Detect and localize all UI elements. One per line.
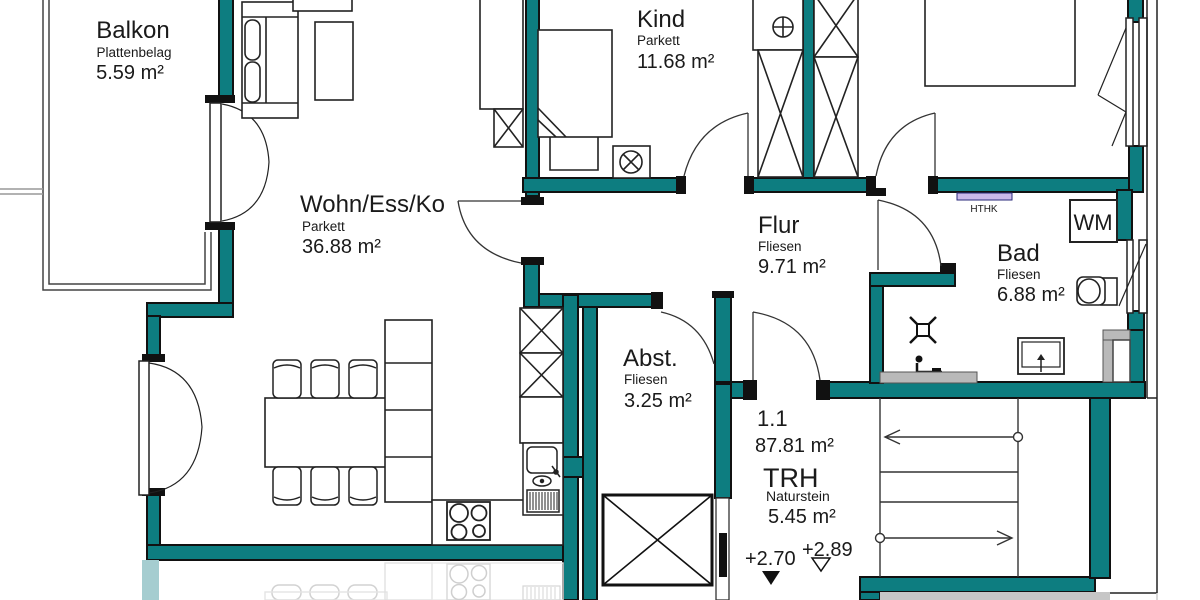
shower-fitting-icon: [915, 355, 942, 374]
unit-total-area: 87.81 m²: [755, 435, 834, 457]
dining-table-icon: [264, 397, 388, 468]
trh-area: 5.45 m²: [768, 506, 836, 528]
bad-floor: Fliesen: [997, 267, 1041, 282]
room-kind-label: Kind Parkett 11.68 m²: [637, 6, 715, 73]
kitchen-counter: [384, 319, 564, 546]
balcony-door: [209, 102, 270, 223]
abst-area: 3.25 m²: [624, 390, 692, 412]
shower-drain-icon: [909, 316, 937, 344]
unit-number: 1.1: [757, 406, 788, 431]
sofa-icon: [241, 1, 299, 119]
balkon-name: Balkon: [96, 17, 169, 44]
elevator-icon: [601, 493, 730, 600]
room-wohn-label: Wohn/Ess/Ko Parkett 36.88 m²: [300, 191, 445, 258]
stairs-icon: [874, 398, 1024, 577]
level-lower-value: +2.70: [745, 548, 796, 570]
flur-area: 9.71 m²: [758, 256, 826, 278]
sink-icon: [522, 442, 564, 516]
chair-icons: [272, 359, 378, 506]
room-balkon-label: Balkon Plattenbelag 5.59 m²: [96, 17, 171, 84]
wall-caps: [142, 95, 956, 496]
balkon-floor: Plattenbelag: [96, 45, 171, 60]
washing-machine-label: WM: [1073, 210, 1112, 235]
bedside-lamp-icon: [612, 145, 651, 179]
room-flur-label: Flur Fliesen 9.71 m²: [758, 212, 826, 278]
kind-floor: Parkett: [637, 33, 680, 48]
trh-floor: Naturstein: [766, 488, 830, 504]
unit-trh-label: 1.1 87.81 m² TRH Naturstein 5.45 m²: [755, 406, 836, 528]
stove-icon: [446, 501, 491, 541]
level-marker-289: +2.89: [802, 539, 853, 573]
bath-window: [1118, 239, 1148, 314]
living-room-window: [138, 360, 203, 496]
wohn-area: 36.88 m²: [302, 236, 381, 258]
abst-name: Abst.: [623, 345, 678, 372]
abst-floor: Fliesen: [624, 372, 668, 387]
door-arcs: [457, 112, 942, 381]
side-table-icon: [292, 0, 353, 12]
level-up-icon: [810, 557, 832, 573]
bed-kind-icon: [537, 29, 613, 171]
bed-bedroom-icon: [924, 0, 1076, 87]
bath-gray-fittings: [879, 329, 1131, 384]
bedroom-window: [1097, 17, 1148, 147]
wohn-floor: Parkett: [302, 219, 345, 234]
washing-machine: WM: [1069, 199, 1118, 243]
wohn-name: Wohn/Ess/Ko: [300, 191, 445, 218]
level-down-icon: [762, 571, 780, 585]
trh-name: TRH: [763, 463, 819, 493]
stairwell-outer-wall: [1110, 0, 1158, 594]
level-upper-value: +2.89: [802, 539, 853, 561]
fridge-cabinet-icon: [519, 307, 564, 444]
floor-reflection: [142, 560, 1158, 600]
room-abst-label: Abst. Fliesen 3.25 m²: [623, 345, 692, 412]
flur-floor: Fliesen: [758, 239, 802, 254]
balcony-parapet: [0, 0, 212, 291]
room-bad-label: Bad Fliesen 6.88 m²: [997, 240, 1065, 306]
washbasin-icon: [1017, 337, 1065, 375]
cabinet-icon: [479, 0, 524, 148]
level-marker-270: +2.70: [745, 548, 796, 585]
bad-area: 6.88 m²: [997, 284, 1065, 306]
wardrobe-icons: [752, 0, 859, 178]
flur-name: Flur: [758, 212, 799, 239]
kind-name: Kind: [637, 6, 685, 33]
bad-name: Bad: [997, 240, 1040, 267]
hthk-label: HTHK: [970, 204, 998, 215]
hthk-radiator: HTHK: [956, 192, 1013, 215]
coffee-table-icon: [314, 21, 354, 101]
toilet-icon: [1076, 276, 1118, 306]
balkon-area: 5.59 m²: [96, 62, 164, 84]
kind-area: 11.68 m²: [637, 51, 715, 73]
